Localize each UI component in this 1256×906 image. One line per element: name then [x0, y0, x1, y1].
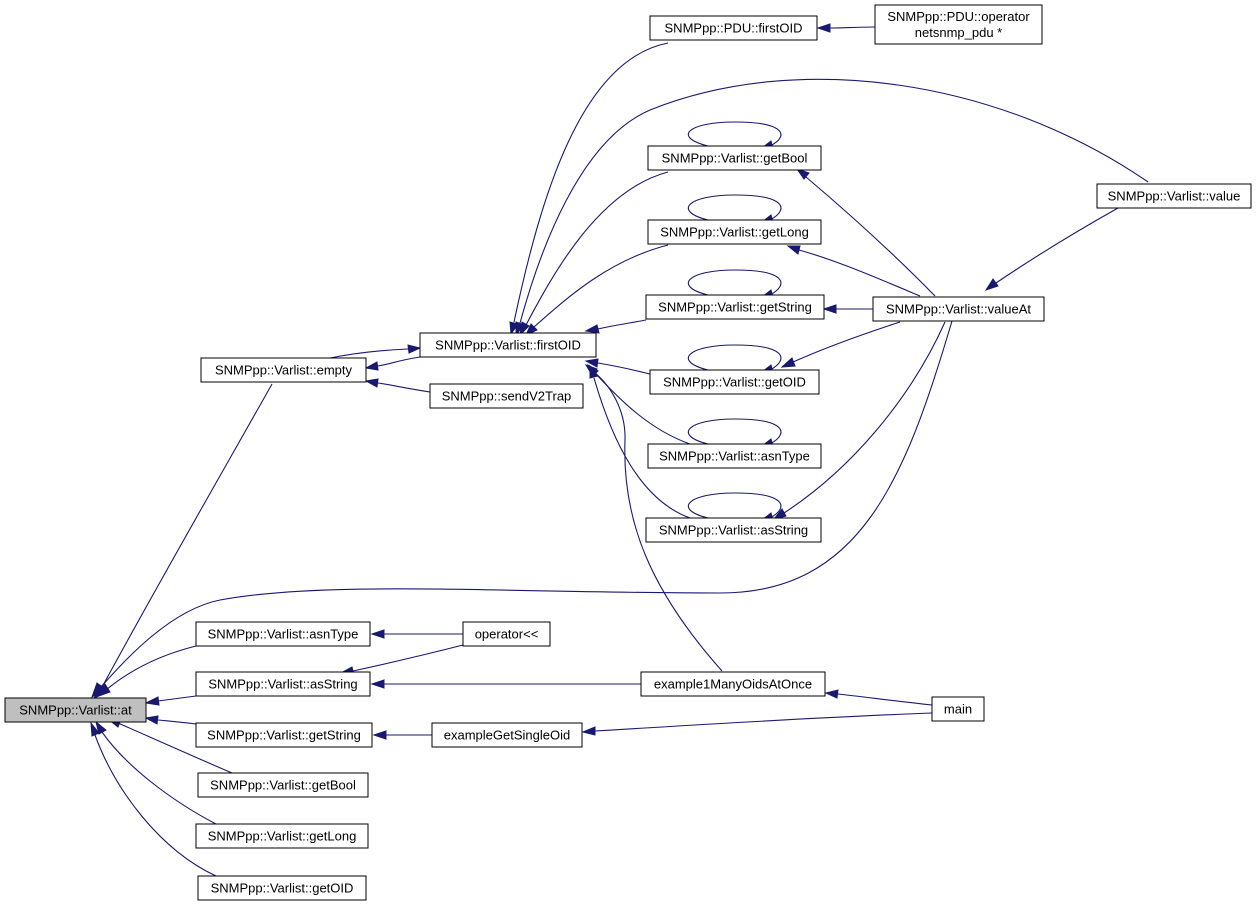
edge-getBool_t-to-firstOID_v — [519, 171, 669, 337]
edge-main-to-exampleGet — [581, 712, 933, 736]
node-label: SNMPpp::Varlist::asString — [659, 523, 808, 538]
node-label: SNMPpp::Varlist::getBool — [662, 151, 808, 166]
node-label: SNMPpp::PDU::firstOID — [665, 21, 803, 36]
edge-operator_ll-to-asnType_b — [370, 629, 463, 639]
node-varlist-asstring-bottom[interactable]: SNMPpp::Varlist::asString — [195, 671, 371, 697]
edge-value-to-valueAt — [984, 207, 1119, 291]
node-label: SNMPpp::Varlist::getOID — [663, 375, 806, 390]
edge-asnType_b-to-at — [94, 645, 197, 698]
edge-getOID_t-to-firstOID_v — [584, 358, 651, 375]
edge-asnType_t-self — [687, 418, 782, 448]
node-label-line2: netsnmp_pdu * — [915, 25, 1002, 40]
edge-valueAt-to-getOID_t — [780, 321, 901, 368]
edge-getString_t-self — [687, 269, 782, 299]
node-label: operator<< — [475, 627, 539, 642]
edge-valueAt-to-getLong_t — [786, 245, 921, 297]
node-label: SNMPpp::Varlist::at — [19, 703, 132, 718]
node-example1manyoidsatonce[interactable]: example1ManyOidsAtOnce — [640, 671, 826, 697]
node-label: SNMPpp::Varlist::firstOID — [435, 338, 581, 353]
edge-getString_t-to-firstOID_v — [584, 319, 647, 334]
node-label: SNMPpp::PDU::operator — [887, 9, 1030, 24]
node-label: SNMPpp::Varlist::value — [1108, 189, 1241, 204]
node-examplegetsingleoid[interactable]: exampleGetSingleOid — [431, 722, 583, 748]
node-varlist-getlong-top[interactable]: SNMPpp::Varlist::getLong — [647, 219, 822, 245]
node-varlist-asstring-top[interactable]: SNMPpp::Varlist::asString — [645, 517, 822, 543]
node-sendv2trap[interactable]: SNMPpp::sendV2Trap — [429, 383, 584, 409]
edge-asString_b-to-at — [144, 695, 197, 706]
edge-getLong_b-to-at — [95, 720, 217, 825]
edge-getOID_b-to-at — [90, 721, 217, 877]
edge-pdu_firstOID-to-firstOID_v — [509, 42, 669, 336]
node-varlist-getstring-top[interactable]: SNMPpp::Varlist::getString — [645, 294, 825, 320]
edge-pdu_operator-to-pdu_firstOID — [816, 23, 876, 33]
node-varlist-getoid-bottom[interactable]: SNMPpp::Varlist::getOID — [197, 875, 367, 901]
node-varlist-getlong-bottom[interactable]: SNMPpp::Varlist::getLong — [195, 823, 369, 849]
edge-getLong_t-to-firstOID_v — [524, 244, 669, 337]
node-varlist-empty[interactable]: SNMPpp::Varlist::empty — [200, 357, 367, 383]
node-main[interactable]: main — [931, 696, 985, 722]
edge-firstOID_v-to-empty — [364, 356, 421, 371]
node-label: SNMPpp::Varlist::getOID — [211, 881, 354, 896]
edge-value-to-firstOID_v — [515, 78, 1149, 337]
node-label: SNMPpp::Varlist::asnType — [659, 449, 810, 464]
node-label: SNMPpp::Varlist::empty — [215, 363, 353, 378]
nodes: SNMPpp::Varlist::at SNMPpp::Varlist::emp… — [4, 4, 1252, 901]
node-varlist-valueat[interactable]: SNMPpp::Varlist::valueAt — [872, 296, 1045, 322]
edge-sendV2Trap-to-empty — [364, 378, 431, 393]
node-varlist-asntype-bottom[interactable]: SNMPpp::Varlist::asnType — [195, 621, 371, 647]
edge-example1-to-asString_b — [370, 679, 642, 689]
node-label: SNMPpp::Varlist::valueAt — [886, 302, 1031, 317]
edge-valueAt-to-at — [91, 320, 953, 699]
node-varlist-firstoid[interactable]: SNMPpp::Varlist::firstOID — [419, 332, 597, 358]
node-label: SNMPpp::Varlist::getString — [207, 728, 361, 743]
node-varlist-at[interactable]: SNMPpp::Varlist::at — [4, 697, 147, 723]
edge-empty-to-at — [93, 383, 273, 701]
edge-example1-to-firstOID_v — [584, 364, 723, 672]
node-label: exampleGetSingleOid — [444, 728, 570, 743]
node-label: SNMPpp::Varlist::asString — [208, 677, 357, 692]
node-label: SNMPpp::Varlist::getLong — [208, 829, 357, 844]
node-label: SNMPpp::Varlist::getString — [658, 300, 812, 315]
node-operator-ll[interactable]: operator<< — [462, 621, 551, 647]
node-label: SNMPpp::sendV2Trap — [442, 389, 572, 404]
edge-getOID_t-self — [687, 344, 782, 374]
edge-getString_b-to-at — [144, 715, 197, 725]
node-varlist-getstring-bottom[interactable]: SNMPpp::Varlist::getString — [195, 722, 373, 748]
edge-empty-to-firstOID_v — [329, 344, 422, 359]
node-varlist-getbool-top[interactable]: SNMPpp::Varlist::getBool — [647, 145, 822, 171]
edge-valueAt-to-getString_t — [822, 304, 873, 314]
node-label: SNMPpp::Varlist::asnType — [208, 627, 359, 642]
node-label: main — [944, 702, 972, 717]
edge-main-to-example1 — [824, 689, 933, 706]
node-pdu-firstoid[interactable]: SNMPpp::PDU::firstOID — [649, 15, 818, 41]
edge-valueAt-to-getBool_t — [795, 168, 936, 297]
edge-getBool_t-self — [687, 121, 782, 150]
edge-asString_t-self — [687, 492, 782, 522]
node-label: SNMPpp::Varlist::getLong — [660, 225, 809, 240]
node-label: example1ManyOidsAtOnce — [654, 677, 812, 692]
edge-getLong_t-self — [687, 194, 782, 224]
node-varlist-getoid-top[interactable]: SNMPpp::Varlist::getOID — [649, 369, 820, 395]
edges — [90, 23, 1149, 877]
node-varlist-value[interactable]: SNMPpp::Varlist::value — [1096, 183, 1252, 209]
node-label: SNMPpp::Varlist::getBool — [210, 778, 356, 793]
node-varlist-asntype-top[interactable]: SNMPpp::Varlist::asnType — [647, 443, 822, 469]
edge-operator_ll-to-asString_b — [339, 644, 464, 676]
edge-exampleGet-to-getString_b — [372, 730, 432, 740]
node-pdu-operator[interactable]: SNMPpp::PDU::operator netsnmp_pdu * — [874, 4, 1043, 45]
node-varlist-getbool-bottom[interactable]: SNMPpp::Varlist::getBool — [197, 772, 369, 798]
